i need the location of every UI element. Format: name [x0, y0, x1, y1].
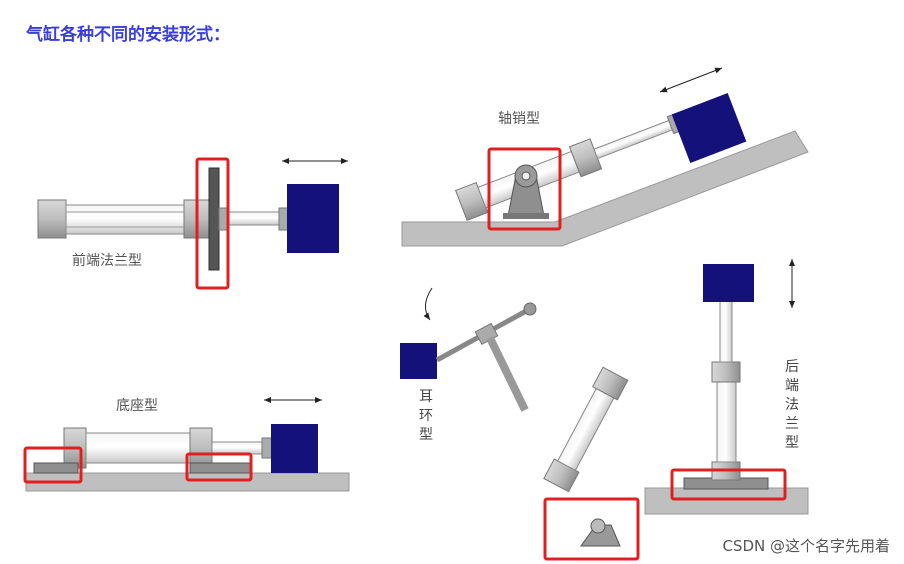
load-block — [287, 184, 339, 253]
label-front-flange: 前端法兰型 — [72, 253, 142, 269]
trunnion-cylinder — [401, 67, 809, 247]
highlight-box — [23, 446, 83, 484]
foot-bracket — [33, 462, 79, 474]
piston-rod — [226, 211, 280, 226]
page-title: 气缸各种不同的安装形式： — [26, 25, 230, 45]
highlight-box — [195, 157, 230, 290]
foot-mount-cylinder — [23, 397, 350, 492]
watermark: CSDN @这个名字先用着 — [722, 537, 890, 555]
label-clevis: 耳环型 — [419, 389, 433, 443]
load-block — [400, 343, 437, 379]
load-block — [703, 264, 754, 302]
front-flange-cylinder — [37, 157, 348, 290]
load-block — [671, 92, 747, 164]
rear-flange-cylinder — [644, 259, 809, 515]
highlight-box — [487, 147, 562, 231]
inclined-base — [401, 130, 809, 247]
label-foot: 底座型 — [116, 398, 158, 414]
highlight-box — [670, 468, 787, 501]
load-block — [271, 424, 318, 473]
label-trunnion: 轴销型 — [498, 111, 540, 127]
highlight-box — [543, 497, 640, 561]
rotation-arrow — [423, 287, 433, 321]
label-rear-flange: 后端法兰型 — [785, 359, 799, 451]
front-flange-plate — [208, 167, 220, 271]
clevis-cylinder — [400, 287, 640, 561]
foot-bracket — [189, 462, 251, 474]
highlight-box — [185, 452, 253, 482]
motion-arrow — [659, 67, 723, 93]
